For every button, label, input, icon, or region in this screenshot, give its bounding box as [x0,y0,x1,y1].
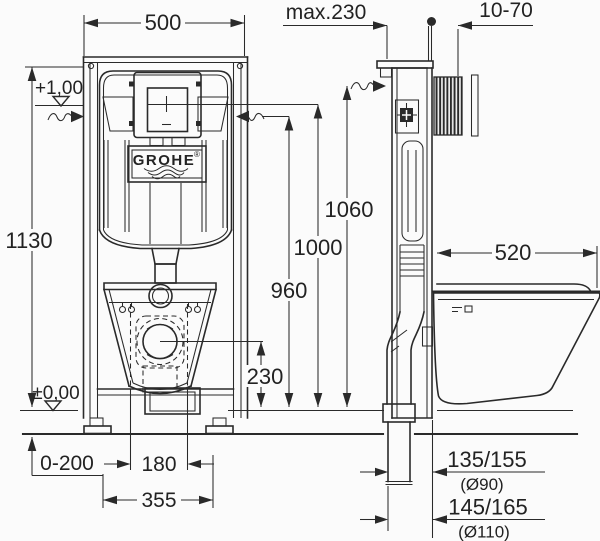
water-connection-right [236,110,289,123]
bowl-hanger-bolt [421,326,434,347]
dimensions: 500 1130 +1,00 ±0,00 [5,0,598,541]
toilet-bowl-front [103,282,217,395]
dim-drain-90-label: 135/155 [447,447,527,472]
brand-logo-text: GROHE [133,152,196,169]
flush-plate-sleeve [433,76,463,136]
dim-frame-height: 1130 [5,66,83,407]
level-zero-label: ±0,00 [32,383,79,404]
mounting-frame-side [376,17,479,538]
dim-960-label: 960 [271,278,308,303]
corner-screw-left [87,62,95,70]
logo-wave-3 [151,173,181,180]
fixing-bolts-right [184,302,202,314]
dim-outlet-height: 230 [160,340,287,407]
level-marker-zero: ±0,00 [32,383,80,412]
dim-frame-width: 500 [83,10,246,56]
dim-1060-label: 1060 [325,197,374,222]
side-view [376,17,600,538]
wall-panel [470,74,479,137]
dim-bowl-depth: 520 [437,240,598,288]
dim-floor-range-label: 0-200 [40,452,94,475]
floor-lines [20,409,579,436]
brand-plate: GROHE ® [127,145,207,183]
dim-plate-range-label: 10-70 [479,0,533,22]
fixing-bolts-left [118,302,136,314]
level-triangle-top [51,95,71,108]
dim-drain-110-dia-label: (Ø110) [458,523,510,541]
dim-offset-355: 355 [102,455,214,512]
corner-screw-right [236,62,244,70]
registered-mark: ® [194,150,200,159]
water-connection-left [47,110,84,123]
front-view: GROHE ® [82,56,249,435]
dim-960: 960 [267,116,312,407]
dim-depth-max230: max.230 [283,1,388,59]
dim-plate-range: 10-70 [457,0,533,76]
dim-outlet-height-label: 230 [247,364,284,389]
level-triangle-zero [43,400,63,412]
dim-spacing-180-label: 180 [141,453,176,476]
dim-frame-height-label: 1130 [5,228,52,253]
drain-sleeve [382,403,416,423]
dim-frame-width-label: 500 [145,10,182,35]
dim-drain-90: 135/155 (Ø90) [360,447,545,531]
dim-1000-label: 1000 [294,235,343,260]
dim-drain-90-dia-label: (Ø90) [460,475,503,494]
water-inlet [148,283,173,309]
tank-section-left [102,96,134,132]
dim-drain-110-label: 145/165 [448,495,528,520]
dim-bowl-depth-label: 520 [495,240,532,265]
cistern-side [401,140,424,242]
dim-depth-label: max.230 [286,1,367,24]
water-connection-side [350,80,386,92]
level-top-label: +1,00 [35,78,83,99]
flush-symbol [452,305,473,313]
dim-spacing-180: 180 [104,304,214,476]
dim-drain-110: 145/165 (Ø110) [360,495,545,541]
dim-offset-355-label: 355 [141,489,176,512]
level-marker-top: +1,00 [35,78,83,108]
wall-reference-dot [427,17,436,26]
logo-wave-2 [147,169,185,176]
dim-1060: 1060 [323,86,376,407]
tank-section-right [197,96,229,132]
dim-floor-range: 0-200 [27,437,103,477]
dim-1000: 1000 [292,104,344,407]
adjustable-bend [386,244,425,405]
drain-pipe [385,421,413,486]
logo-wave-1 [143,165,189,172]
inspection-fitting [394,99,420,134]
